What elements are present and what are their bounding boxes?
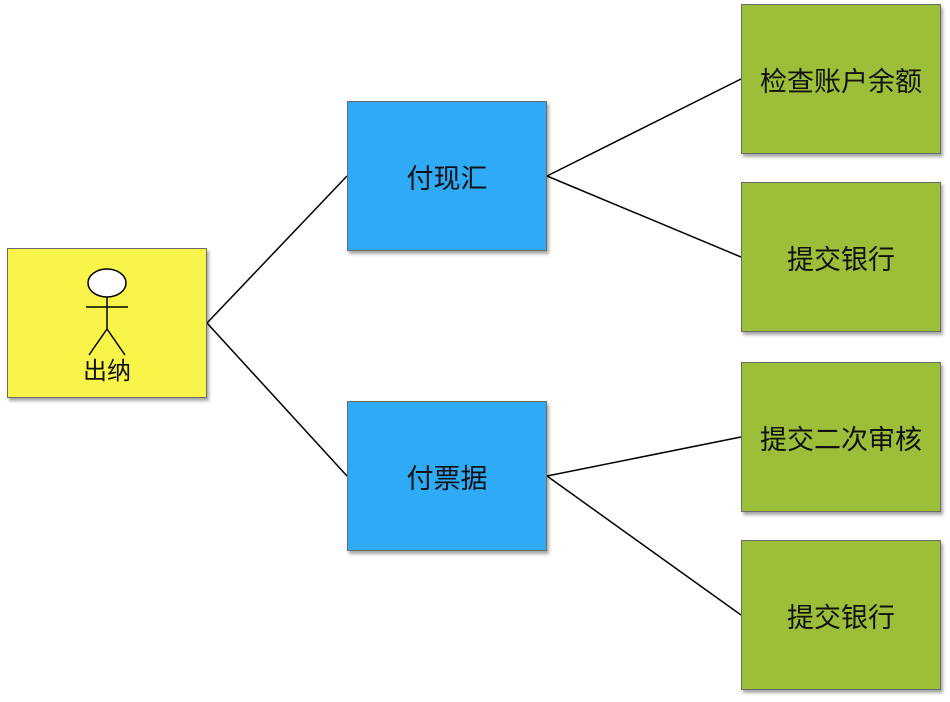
task-label: 检查账户余额: [760, 66, 922, 98]
stick-figure-icon: [86, 268, 128, 356]
edge-pay-bill-to-submit-bank: [546, 475, 742, 616]
task-box-second-review: 提交二次审核: [741, 362, 941, 512]
process-label: 付现汇: [406, 163, 488, 195]
edge-actor-to-pay-remit: [206, 175, 348, 324]
edge-pay-remit-to-submit-bank: [546, 175, 742, 258]
process-box-pay-remit: 付现汇: [347, 101, 547, 251]
process-box-pay-bill: 付票据: [347, 401, 547, 551]
edge-pay-remit-to-check-balance: [546, 78, 742, 177]
edge-pay-bill-to-second-review: [546, 436, 742, 477]
task-box-submit-bank: 提交银行: [741, 540, 941, 690]
task-box-submit-bank: 提交银行: [741, 182, 941, 332]
process-label: 付票据: [406, 463, 488, 495]
edge-actor-to-pay-bill: [206, 322, 348, 477]
task-label: 提交银行: [787, 602, 895, 634]
actor-label: 出纳: [83, 357, 131, 385]
actor-cashier-box: 出纳: [7, 248, 207, 398]
task-label: 提交二次审核: [760, 424, 922, 456]
task-box-check-balance: 检查账户余额: [741, 4, 941, 154]
task-label: 提交银行: [787, 244, 895, 276]
